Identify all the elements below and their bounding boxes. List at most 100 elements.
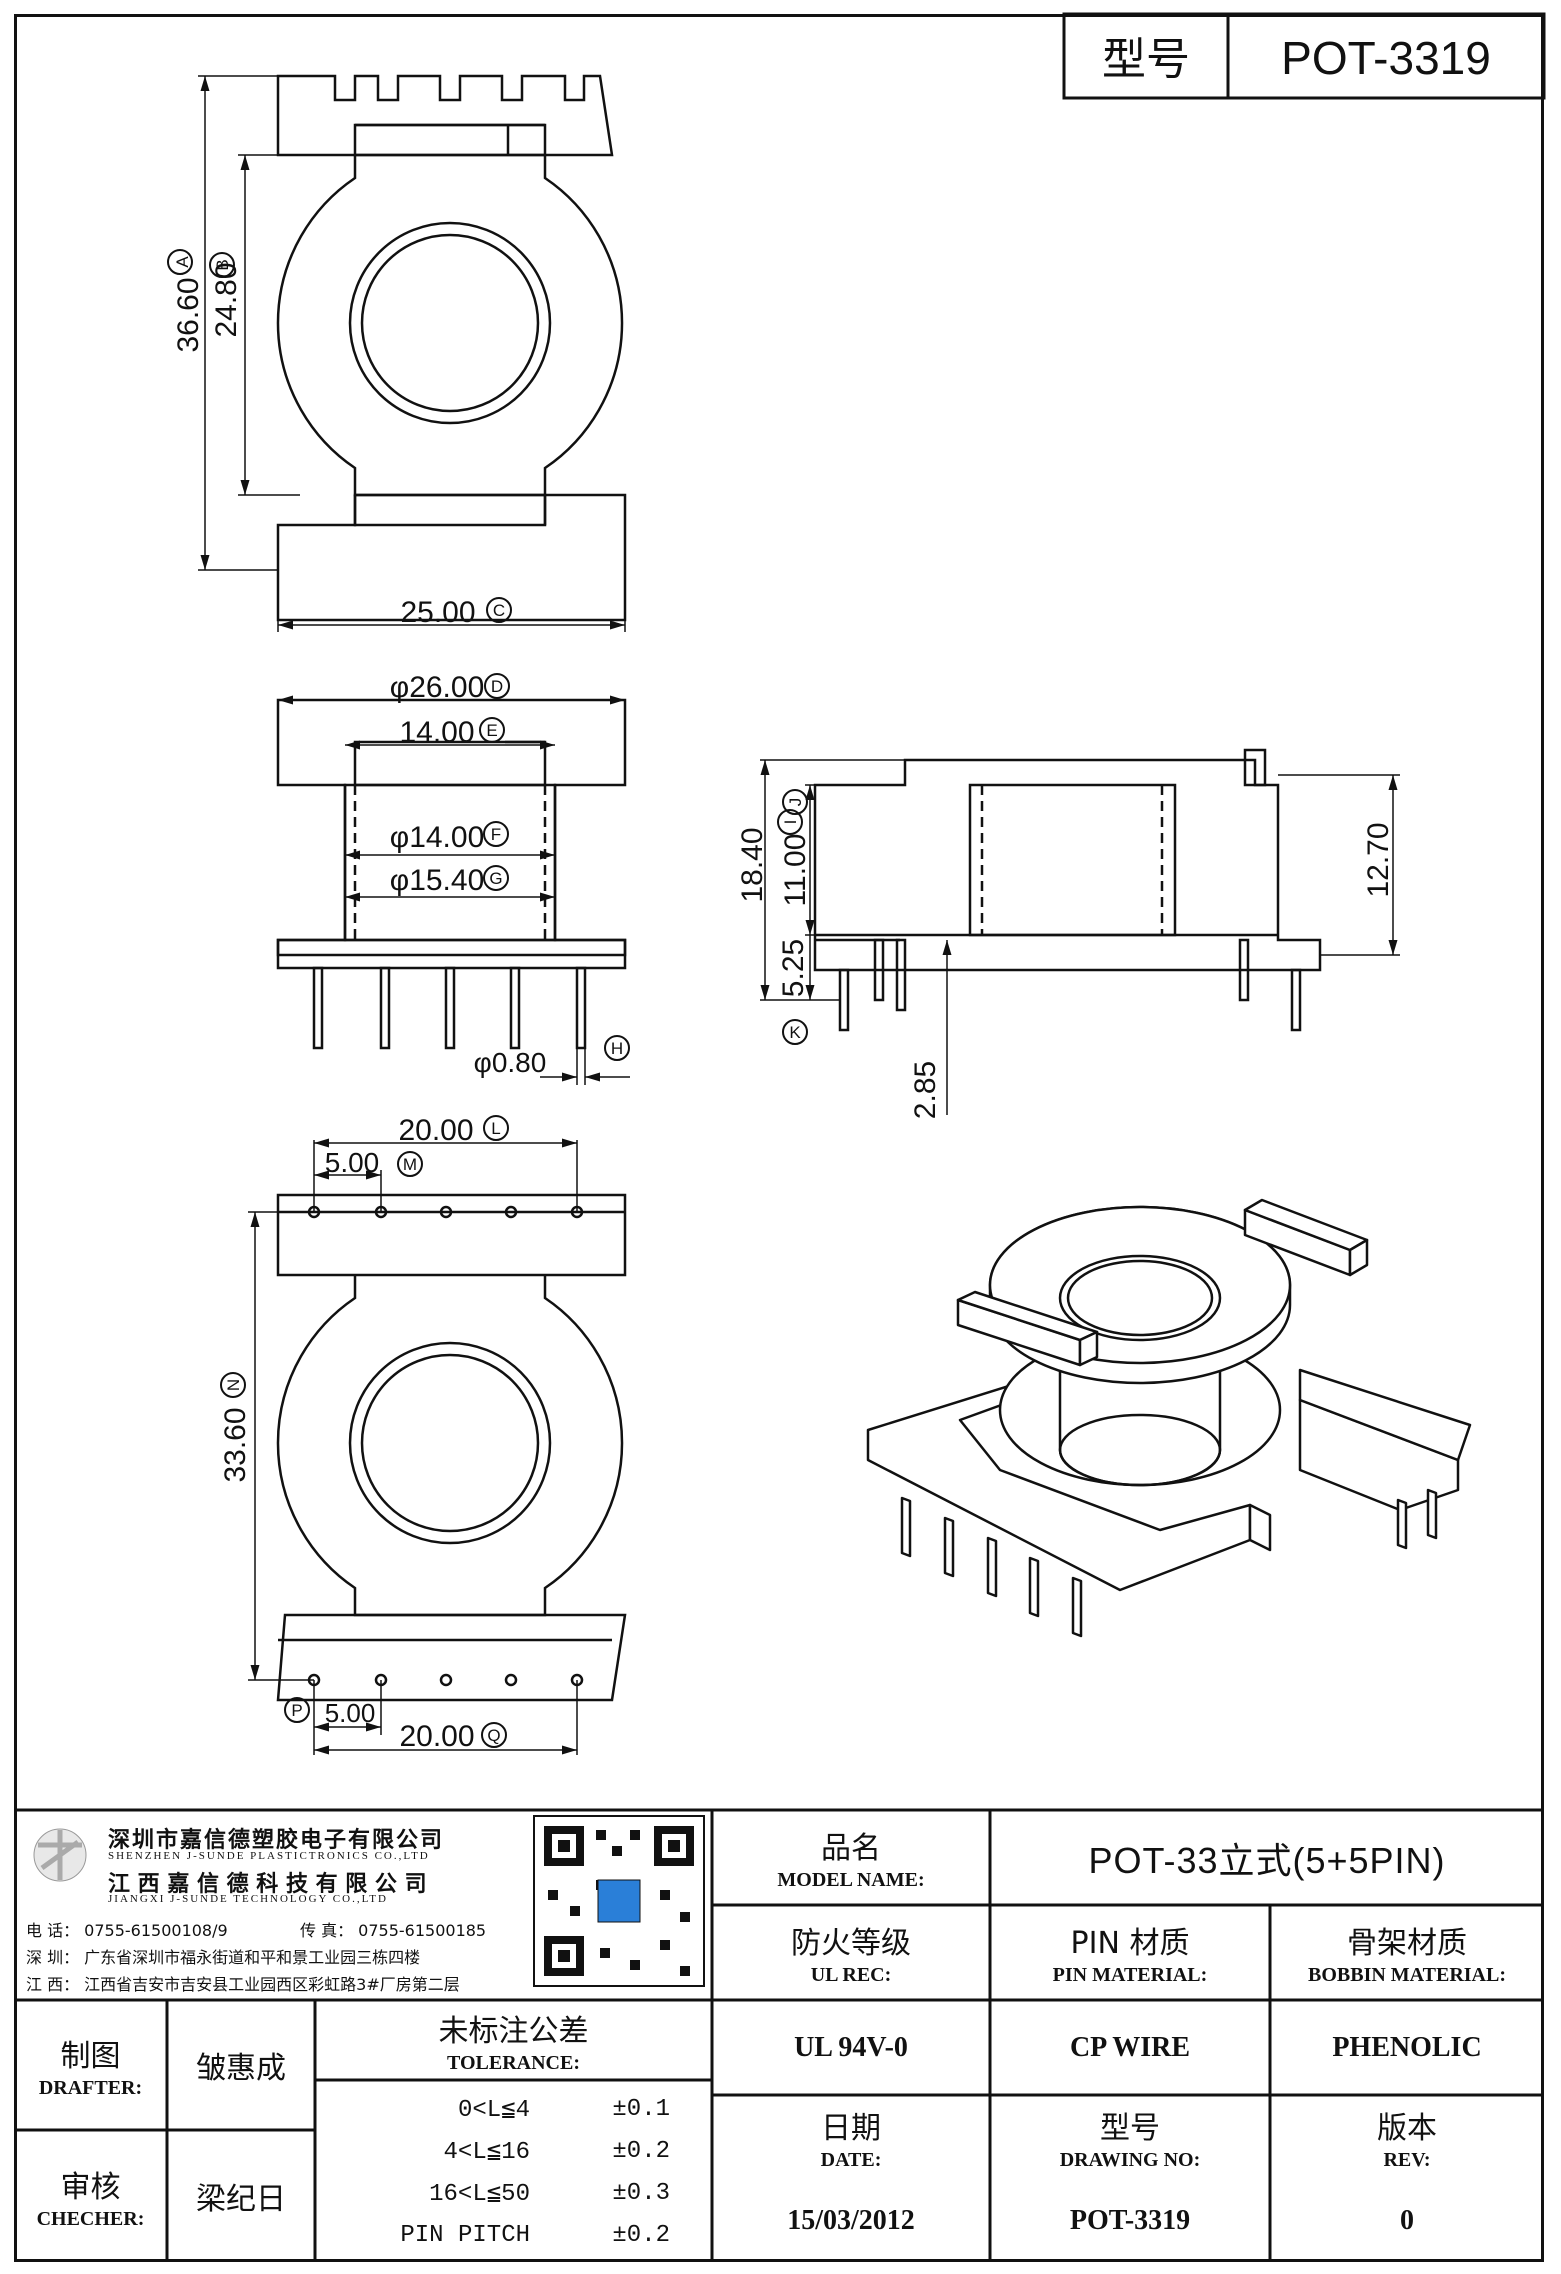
isometric-view [866,1198,1472,1638]
dim-Q-value: 20.00 [399,1720,474,1753]
model-name-label-en: MODEL NAME: [777,1869,925,1891]
dim-D-value: φ26.00 [390,671,485,704]
company-name-en: SHENZHEN J-SUNDE PLASTICTRONICS CO.,LTD [108,1850,430,1862]
svg-text:E: E [486,721,497,740]
pin-material-value: CP WIRE [1069,2031,1191,2063]
top-view-labels: 36.60 A 24.80 B 25.00 C [167,249,512,629]
company-address-jx: 江 西： 江西省吉安市吉安县工业园西区彩虹路3#厂房第二层 [26,1975,460,1994]
svg-text:J: J [786,798,805,807]
bobbin-material-value: PHENOLIC [1332,2031,1482,2063]
dim-G-value: φ15.40 [390,864,485,897]
svg-text:H: H [611,1039,623,1058]
dim-B-marker [209,252,235,278]
tolerance-label-cell: 未标注公差 TOLERANCE: [315,2000,712,2080]
dim-N-value: 33.60 [219,1407,252,1482]
checker-label-cn: 审核 [60,2169,121,2205]
svg-text:B: B [213,259,232,270]
dim-K-value: 5.25 [777,939,810,997]
dim-L-value: 20.00 [398,1114,473,1147]
bobbin-material-label-cn: 骨架材质 [1347,1926,1467,1961]
title-block-grid [14,1808,1544,2262]
tolerance-row: 4<L≦16 ±0.2 [330,2130,700,2172]
tolerance-table: 0<L≦4 ±0.1 4<L≦16 ±0.2 16<L≦50 ±0.3 PIN … [330,2088,700,2256]
dim-C-value: 25.00 [400,596,475,629]
company-address-sz: 深 圳： 广东省深圳市福永街道和平和景工业园三栋四楼 [26,1948,421,1967]
tolerance-value: ±0.1 [612,2095,670,2123]
bottom-view-labels: 20.00 L 5.00 M 33.60 N P 5.00 20.00 Q [219,1114,509,1753]
svg-text:C: C [493,601,505,620]
qr-code [533,1815,705,1987]
company2-name-en: JIANGXI J-SUNDE TECHNOLOGY CO.,LTD [108,1893,388,1905]
dim-J-value: 11.00 [779,834,812,907]
top-view [198,74,627,632]
dim-pin-offset-value: 2.85 [909,1061,942,1119]
checker-label-cell: 审核 CHECHER: [14,2130,167,2262]
drafter-label-cn: 制图 [60,2038,121,2074]
company2-name-cn: 江 西 嘉 信 德 科 技 有 限 公 司 [108,1872,427,1897]
dim-F-value: φ14.00 [390,821,485,854]
company-name-cn: 深圳市嘉信德塑胶电子有限公司 [108,1828,445,1853]
header-model-label: 型号 [1102,35,1190,84]
tolerance-row: 0<L≦4 ±0.1 [330,2088,700,2130]
ul-label-cell: 防火等级 UL REC: [712,1905,990,2000]
date-label-cell: 日期 DATE: [712,2095,990,2180]
dim-E-value: 14.00 [399,716,474,749]
side-view-labels: 18.40 I 11.00 J 5.25 K 12.70 2.85 [736,789,1395,1119]
checker-label-en: CHECHER: [36,2207,145,2230]
company-fax: 传 真： 0755-61500185 [300,1921,487,1940]
svg-text:K: K [789,1023,801,1042]
front-view-labels: φ26.00 D 14.00 E φ14.00 F φ15.40 G φ0.80… [390,671,630,1078]
front-view [276,695,630,1085]
dim-P-value: 5.00 [325,1698,376,1728]
svg-text:A: A [173,256,192,268]
model-name-label-cell: 品名 MODEL NAME: [712,1810,990,1905]
drafter-value: 皱惠成 [196,2051,286,2086]
svg-text:N: N [224,1379,243,1391]
svg-text:D: D [491,677,503,696]
drawing-sheet [14,14,1544,2262]
ul-label-en: UL REC: [810,1964,892,1986]
tolerance-value: ±0.2 [612,2137,670,2165]
tolerance-range: 4<L≦16 [443,2139,530,2166]
side-view [760,748,1400,1115]
svg-text:P: P [291,1701,302,1720]
svg-text:L: L [491,1119,500,1138]
svg-text:I: I [781,820,800,825]
tolerance-range: PIN PITCH [400,2221,530,2249]
ul-label-cn: 防火等级 [791,1926,911,1961]
dim-A-value: 36.60 [172,277,205,352]
svg-text:G: G [489,869,502,888]
svg-text:Q: Q [487,1726,500,1745]
svg-text:F: F [491,825,501,844]
bobbin-material-label-cell: 骨架材质 BOBBIN MATERIAL: [1270,1905,1544,2000]
rev-label-en: REV: [1383,2149,1431,2171]
tolerance-range: 0<L≦4 [457,2097,530,2124]
date-label-en: DATE: [820,2149,882,2171]
tolerance-label-cn: 未标注公差 [438,2013,589,2049]
dim-A-marker [167,249,193,275]
tolerance-row: 16<L≦50 ±0.3 [330,2172,700,2214]
header-model-box: 型号 POT-3319 [1062,12,1546,100]
pin-material-label-en: PIN MATERIAL: [1052,1964,1208,1986]
tolerance-label-en: TOLERANCE: [447,2051,580,2074]
drawing-no-label-cell: 型号 DRAWING NO: [990,2095,1270,2180]
dim-I-value: 18.40 [736,827,769,902]
bottom-view [248,1138,627,1755]
rev-value: 0 [1400,2205,1414,2236]
ul-value: UL 94V-0 [794,2031,908,2063]
drawing-no-label-en: DRAWING NO: [1059,2149,1201,2171]
bobbin-material-label-en: BOBBIN MATERIAL: [1308,1964,1506,1986]
model-name-label-cn: 品名 [821,1831,881,1866]
rev-label-cn: 版本 [1377,2111,1437,2146]
dim-C-marker [486,597,512,623]
date-value: 15/03/2012 [787,2205,915,2236]
pin-material-label-cell: PIN 材质 PIN MATERIAL: [990,1905,1270,2000]
checker-value: 梁纪日 [196,2182,286,2217]
company-logo [33,1828,87,1882]
model-name-value: POT-33立式(5+5PIN) [1088,1839,1446,1881]
dim-side-height-value: 12.70 [1362,822,1395,897]
company-phone: 电 话： 0755-61500108/9 [26,1921,228,1940]
tolerance-value: ±0.2 [612,2221,670,2249]
dim-M-value: 5.00 [325,1147,380,1178]
